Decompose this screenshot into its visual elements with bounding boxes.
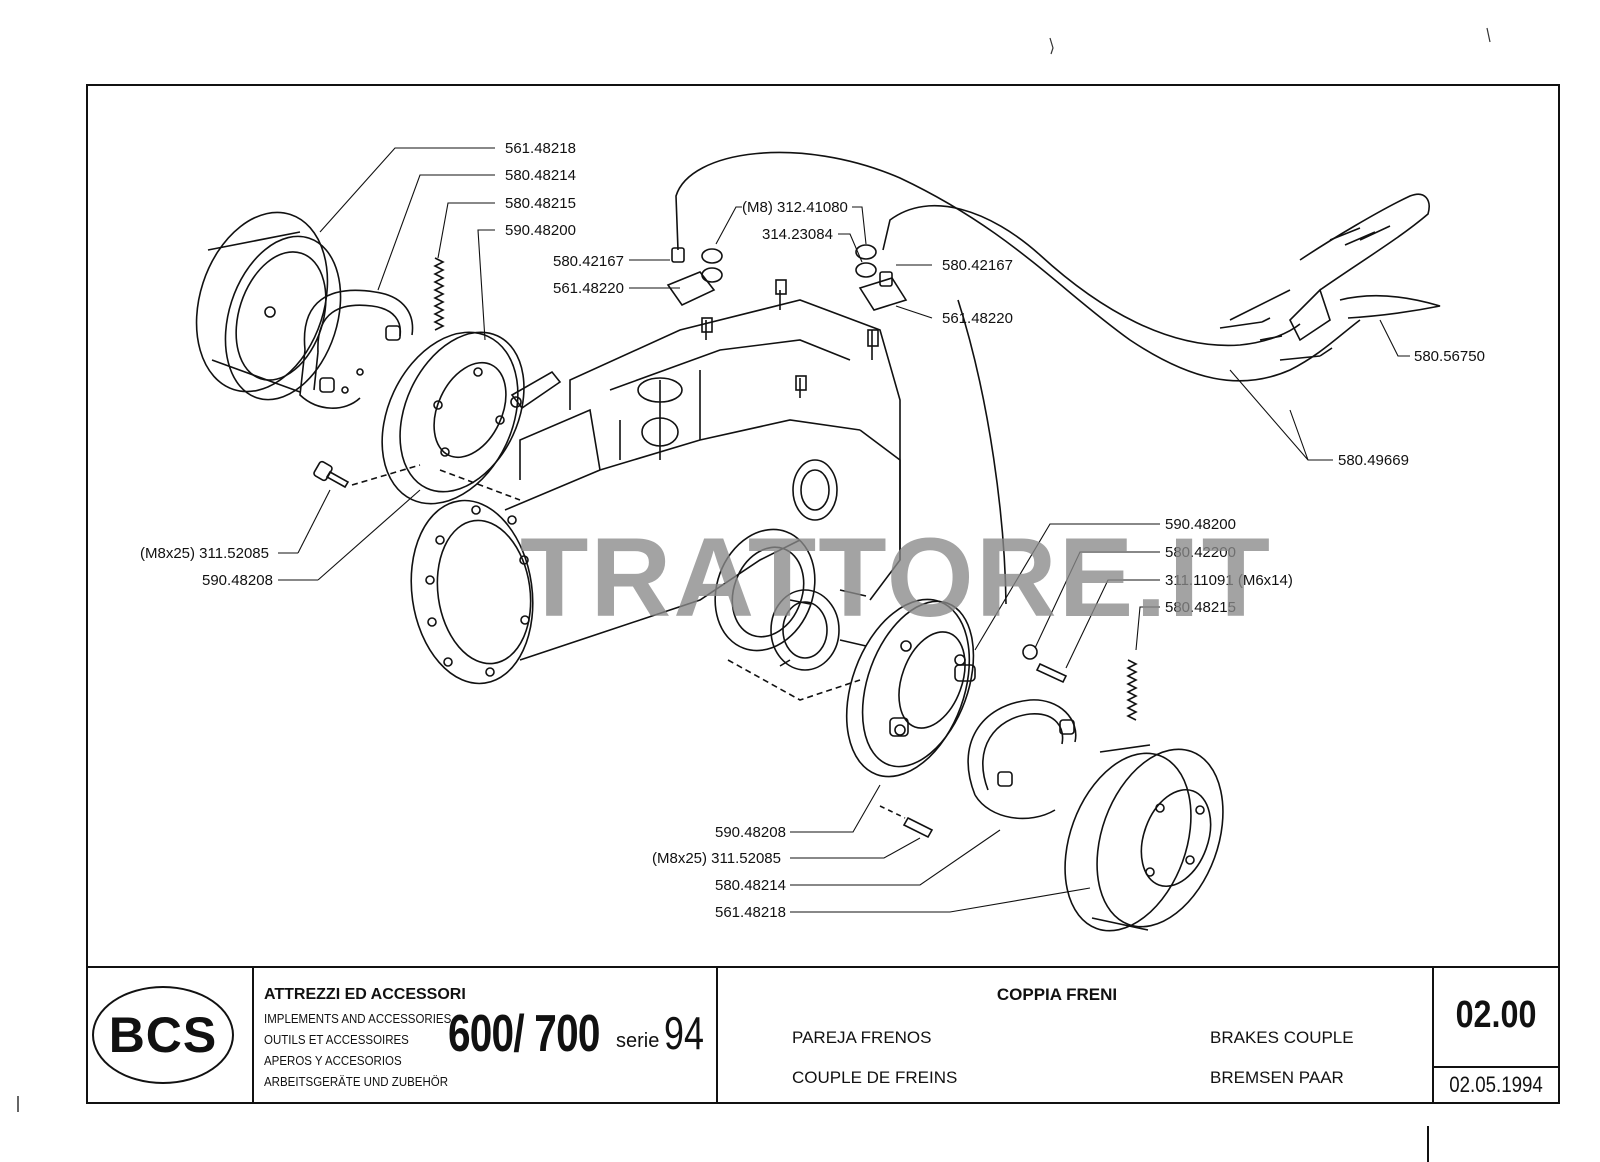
label-cable-right-1: 580.42167 <box>942 257 1013 274</box>
brake-shoes-upper <box>299 289 414 409</box>
title-de: BREMSEN PAAR <box>1210 1068 1344 1087</box>
label-upper-left-4: 590.48200 <box>505 222 576 239</box>
axle-housing <box>410 279 901 685</box>
label-lower-right-4: 580.48215 <box>1165 599 1236 616</box>
title-block: BCS ATTREZZI ED ACCESSORI IMPLEMENTS AND… <box>86 966 1560 1104</box>
label-upper-left-1: 561.48218 <box>505 140 576 157</box>
category-fr: OUTILS ET ACCESSOIRES <box>264 1033 409 1047</box>
leader-lines <box>278 147 1410 913</box>
logo-text: BCS <box>108 1007 218 1063</box>
label-handle-1: 580.56750 <box>1414 348 1485 365</box>
label-cable-left-1: (M8) 312.41080 <box>742 199 848 216</box>
label-upper-left-3: 580.48215 <box>505 195 576 212</box>
label-lower-right-2: 580.42200 <box>1165 544 1236 561</box>
serie-label: serie <box>616 1030 660 1052</box>
bolt-m6x14 <box>1035 662 1068 684</box>
drawing-frame <box>86 84 1560 1104</box>
watermark: TRATTORE.IT <box>520 515 1272 640</box>
brake-drum-lower <box>1064 744 1224 932</box>
handlebar-lever <box>1229 193 1441 342</box>
label-left-plate: 590.48208 <box>202 572 273 589</box>
spring-upper <box>433 257 445 331</box>
backing-plate-upper <box>381 331 562 505</box>
label-cable-left-4: 561.48220 <box>553 280 624 297</box>
washer-580-42200 <box>1022 644 1038 660</box>
spring-lower <box>1126 659 1138 721</box>
label-lower-bottom-1: 590.48208 <box>715 824 786 841</box>
label-cable-left-2: 314.23084 <box>762 226 833 243</box>
label-cable-left-3: 580.42167 <box>553 253 624 270</box>
brake-shoes-lower <box>967 699 1077 820</box>
divider <box>252 968 254 1104</box>
cable-clamps <box>666 244 908 311</box>
category-en: IMPLEMENTS AND ACCESSORIES <box>264 1012 452 1026</box>
label-left-bolt: (M8x25) 311.52085 <box>140 545 269 562</box>
label-lower-bottom-2: (M8x25) 311.52085 <box>652 850 781 867</box>
title-es: PAREJA FRENOS <box>792 1028 932 1047</box>
label-cable-right-2: 561.48220 <box>942 310 1013 327</box>
sheet-date: 02.05.1994 <box>1449 1072 1543 1097</box>
divider <box>1432 968 1434 1104</box>
bcs-logo: BCS <box>92 986 234 1084</box>
backing-plate-lower <box>845 598 976 778</box>
part-labels: 561.48218 580.48214 580.48215 590.48200 … <box>140 140 1485 921</box>
label-lower-right-3: 311.11091 (M6x14) <box>1165 572 1293 589</box>
label-upper-left-2: 580.48214 <box>505 167 576 184</box>
bolt-lower <box>902 816 934 839</box>
label-lower-bottom-3: 580.48214 <box>715 877 786 894</box>
title-fr: COUPLE DE FREINS <box>792 1068 958 1087</box>
label-handle-2: 580.49669 <box>1338 452 1409 469</box>
divider <box>716 968 718 1104</box>
divider <box>1432 1066 1560 1068</box>
label-lower-bottom-4: 561.48218 <box>715 904 786 921</box>
label-lower-right-1: 590.48200 <box>1165 516 1236 533</box>
category-de: ARBEITSGERÄTE UND ZUBEHÖR <box>264 1075 449 1089</box>
brake-cables <box>675 151 1361 605</box>
drawing-title: COPPIA FRENI <box>996 985 1118 1004</box>
serie-number: 94 <box>664 1007 704 1059</box>
sheet-number: 02.00 <box>1455 994 1537 1036</box>
model-number: 600/ 700 <box>448 1005 600 1063</box>
category-es: APEROS Y ACCESORIOS <box>264 1054 402 1068</box>
bolt-upper <box>313 460 350 489</box>
title-en: BRAKES COUPLE <box>1210 1028 1354 1047</box>
category-title: ATTREZZI ED ACCESSORI <box>264 986 466 1003</box>
